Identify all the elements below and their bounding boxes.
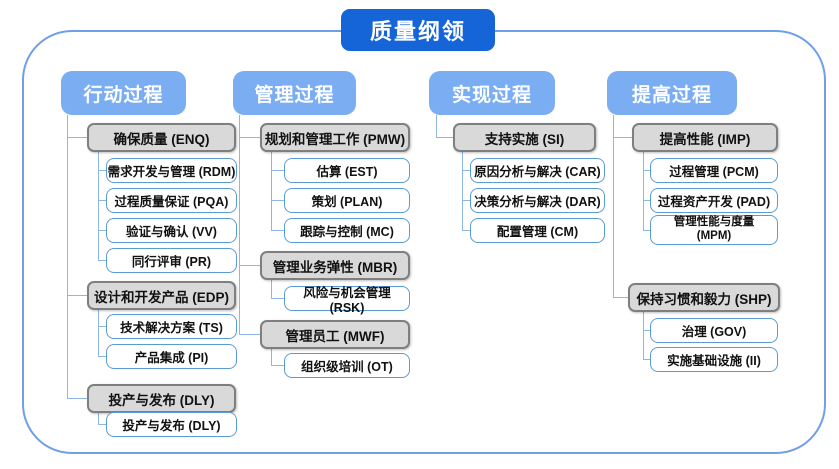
leaf-cm: 配置管理 (CM) (470, 218, 605, 243)
leaf-mc: 跟踪与控制 (MC) (284, 218, 410, 243)
group-si: 支持实施 (SI) (453, 123, 596, 152)
diagram-title: 质量纲领 (341, 9, 495, 51)
leaf-plan: 策划 (PLAN) (284, 188, 410, 213)
connector (643, 170, 650, 171)
column-header-realization-process: 实现过程 (429, 71, 555, 115)
leaf-car: 原因分析与解决 (CAR) (470, 158, 605, 183)
connector (98, 413, 99, 425)
connector (98, 260, 106, 261)
leaf-pqa: 过程质量保证 (PQA) (106, 188, 237, 213)
connector (98, 310, 99, 357)
leaf-vv: 验证与确认 (VV) (106, 218, 237, 243)
connector (98, 326, 106, 327)
column-header-action-process: 行动过程 (61, 71, 186, 115)
connector (613, 297, 628, 298)
group-dly: 投产与发布 (DLY) (87, 384, 236, 413)
connector (271, 170, 284, 171)
connector (239, 137, 260, 138)
connector (643, 312, 644, 360)
connector (98, 200, 106, 201)
connector (643, 230, 650, 231)
connector (613, 137, 632, 138)
leaf-ii: 实施基础设施 (II) (650, 347, 778, 372)
leaf-ts: 技术解决方案 (TS) (106, 314, 237, 339)
group-enq: 确保质量 (ENQ) (87, 123, 236, 152)
column-header-improvement-process: 提高过程 (607, 71, 737, 115)
group-mbr: 管理业务弹性 (MBR) (260, 251, 410, 280)
connector (271, 365, 284, 366)
connector (67, 137, 87, 138)
connector (98, 424, 106, 425)
connector (271, 230, 284, 231)
leaf-est: 估算 (EST) (284, 158, 410, 183)
connector (643, 152, 644, 230)
leaf-pi: 产品集成 (PI) (106, 344, 237, 369)
connector-trunk-col4 (613, 115, 614, 298)
leaf-dar: 决策分析与解决 (DAR) (470, 188, 605, 213)
group-edp: 设计和开发产品 (EDP) (87, 281, 236, 310)
connector-trunk-col1 (67, 115, 68, 398)
group-imp: 提高性能 (IMP) (632, 123, 778, 152)
leaf-rsk: 风险与机会管理 (RSK) (284, 286, 410, 315)
connector (98, 152, 99, 261)
connector (98, 356, 106, 357)
column-header-management-process: 管理过程 (233, 71, 356, 115)
leaf-pcm: 过程管理 (PCM) (650, 158, 778, 183)
connector-trunk-col2 (239, 115, 240, 335)
connector (239, 265, 260, 266)
leaf-pad: 过程资产开发 (PAD) (650, 188, 778, 213)
connector (271, 349, 272, 366)
leaf-dly: 投产与发布 (DLY) (106, 412, 237, 437)
connector (462, 170, 470, 171)
connector (436, 137, 453, 138)
leaf-pr: 同行评审 (PR) (106, 248, 237, 273)
connector (643, 200, 650, 201)
connector (67, 398, 87, 399)
connector (98, 230, 106, 231)
connector (462, 230, 470, 231)
connector (271, 280, 272, 299)
connector (271, 200, 284, 201)
connector (98, 170, 106, 171)
connector (643, 330, 650, 331)
connector (643, 359, 650, 360)
connector (271, 298, 284, 299)
connector (239, 334, 260, 335)
group-mwf: 管理员工 (MWF) (260, 320, 410, 349)
leaf-mpm: 管理性能与度量 (MPM) (650, 215, 778, 245)
leaf-ot: 组织级培训 (OT) (284, 353, 410, 378)
connector-trunk-col3 (436, 115, 437, 138)
group-shp: 保持习惯和毅力 (SHP) (628, 283, 780, 312)
connector (271, 152, 272, 231)
leaf-gov: 治理 (GOV) (650, 318, 778, 343)
group-pmw: 规划和管理工作 (PMW) (260, 123, 410, 152)
connector (67, 295, 87, 296)
connector (462, 200, 470, 201)
connector (462, 152, 463, 231)
leaf-rdm: 需求开发与管理 (RDM) (106, 158, 237, 183)
